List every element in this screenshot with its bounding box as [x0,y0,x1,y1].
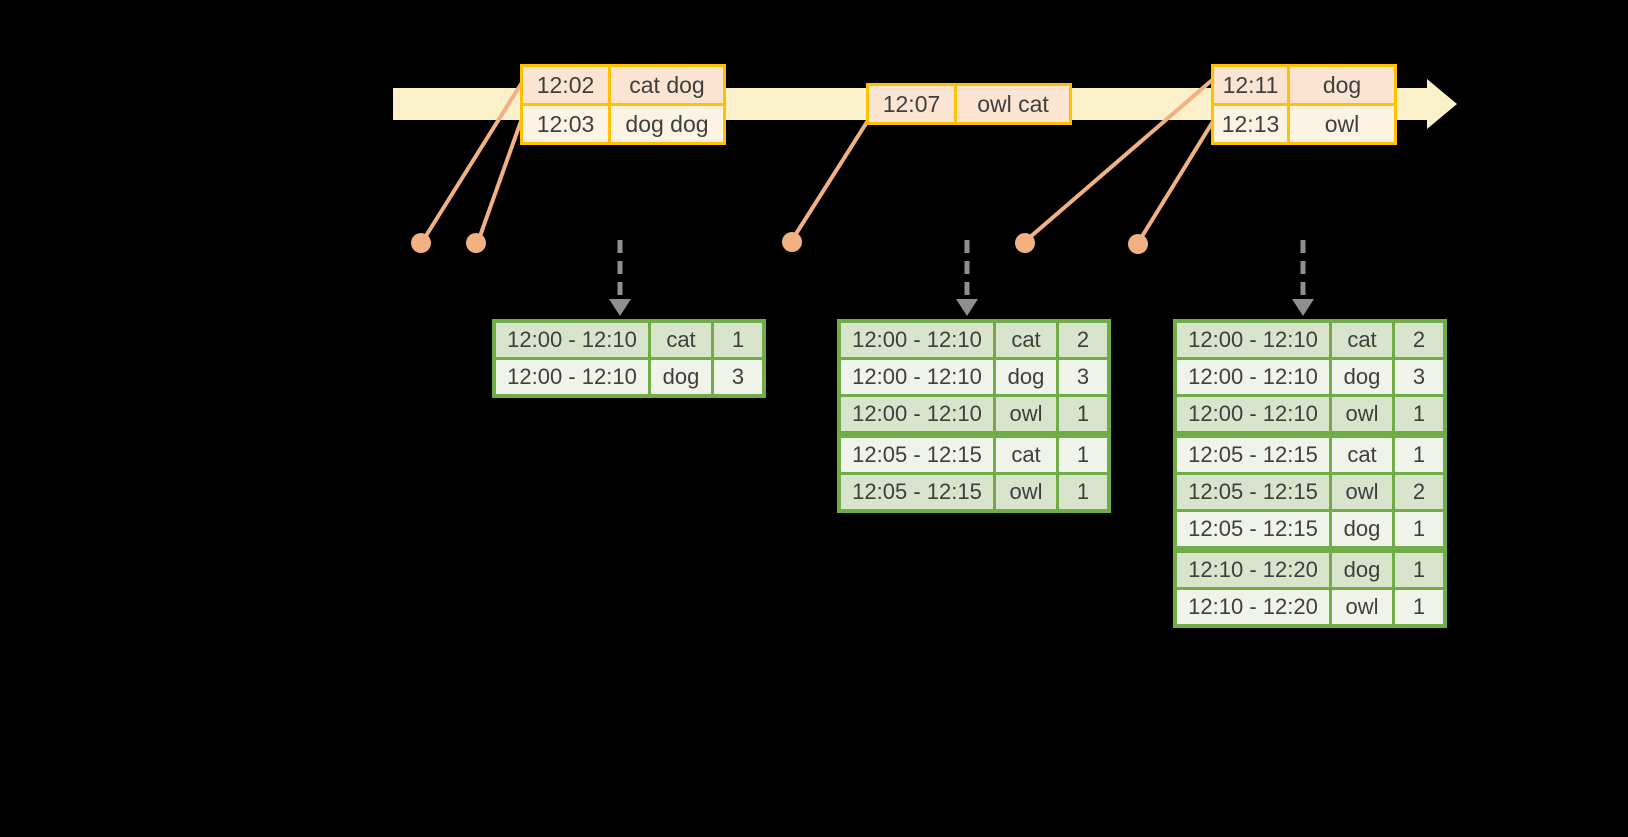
word-cell: cat [651,323,711,357]
window-cell: 12:05 - 12:15 [841,438,993,472]
count-cell: 2 [1395,323,1443,357]
window-cell: 12:10 - 12:20 [1177,590,1329,624]
word-cell: dog [1332,512,1392,546]
event-dots [411,232,1148,254]
window-cell: 12:10 - 12:20 [1177,553,1329,587]
event-time-cell: 12:02 [523,67,608,103]
window-cell: 12:05 - 12:15 [1177,475,1329,509]
trigger-arrowhead-icon [609,299,631,316]
event-time-cell: 12:03 [523,106,608,142]
event-dot [411,233,431,253]
event-time-cell: 12:07 [869,86,954,122]
event-words-cell: cat dog [611,67,723,103]
word-cell: cat [1332,323,1392,357]
count-cell: 1 [1395,512,1443,546]
word-cell: dog [996,360,1056,394]
timeline-arrowhead-icon [1427,79,1457,129]
window-cell: 12:00 - 12:10 [1177,397,1329,431]
window-cell: 12:00 - 12:10 [841,323,993,357]
trigger-arrows [609,240,1314,316]
window-cell: 12:05 - 12:15 [1177,438,1329,472]
count-cell: 3 [1059,360,1107,394]
event-time-cell: 12:11 [1214,67,1287,103]
window-cell: 12:00 - 12:10 [841,360,993,394]
event-time-cell: 12:13 [1214,106,1287,142]
word-cell: dog [651,360,711,394]
word-cell: cat [996,323,1056,357]
window-cell: 12:00 - 12:10 [496,360,648,394]
word-cell: owl [996,475,1056,509]
count-cell: 1 [1395,397,1443,431]
event-dot [1015,233,1035,253]
callout-line [422,82,523,241]
event-words-cell: dog dog [611,106,723,142]
event-words-cell: owl [1290,106,1394,142]
window-cell: 12:00 - 12:10 [496,323,648,357]
word-cell: cat [1332,438,1392,472]
count-cell: 1 [714,323,762,357]
count-cell: 1 [1395,438,1443,472]
count-cell: 3 [714,360,762,394]
callout-line [1027,79,1213,240]
count-cell: 1 [1395,590,1443,624]
callout-line [477,119,523,241]
event-dot [466,233,486,253]
word-cell: owl [1332,590,1392,624]
trigger-arrowhead-icon [956,299,978,316]
callout-line [1139,121,1214,240]
event-words-cell: dog [1290,67,1394,103]
window-cell: 12:00 - 12:10 [841,397,993,431]
event-words-cell: owl cat [957,86,1069,122]
event-callout-lines [422,79,1214,241]
window-cell: 12:05 - 12:15 [841,475,993,509]
count-cell: 2 [1059,323,1107,357]
count-cell: 1 [1059,438,1107,472]
word-cell: cat [996,438,1056,472]
trigger-arrowhead-icon [1292,299,1314,316]
word-cell: dog [1332,360,1392,394]
event-dot [1128,234,1148,254]
window-cell: 12:00 - 12:10 [1177,360,1329,394]
count-cell: 1 [1395,553,1443,587]
word-cell: owl [996,397,1056,431]
count-cell: 3 [1395,360,1443,394]
count-cell: 2 [1395,475,1443,509]
event-dot [782,232,802,252]
word-cell: dog [1332,553,1392,587]
word-cell: owl [1332,475,1392,509]
count-cell: 1 [1059,475,1107,509]
callout-line [792,120,869,239]
window-cell: 12:05 - 12:15 [1177,512,1329,546]
word-cell: owl [1332,397,1392,431]
window-cell: 12:00 - 12:10 [1177,323,1329,357]
count-cell: 1 [1059,397,1107,431]
